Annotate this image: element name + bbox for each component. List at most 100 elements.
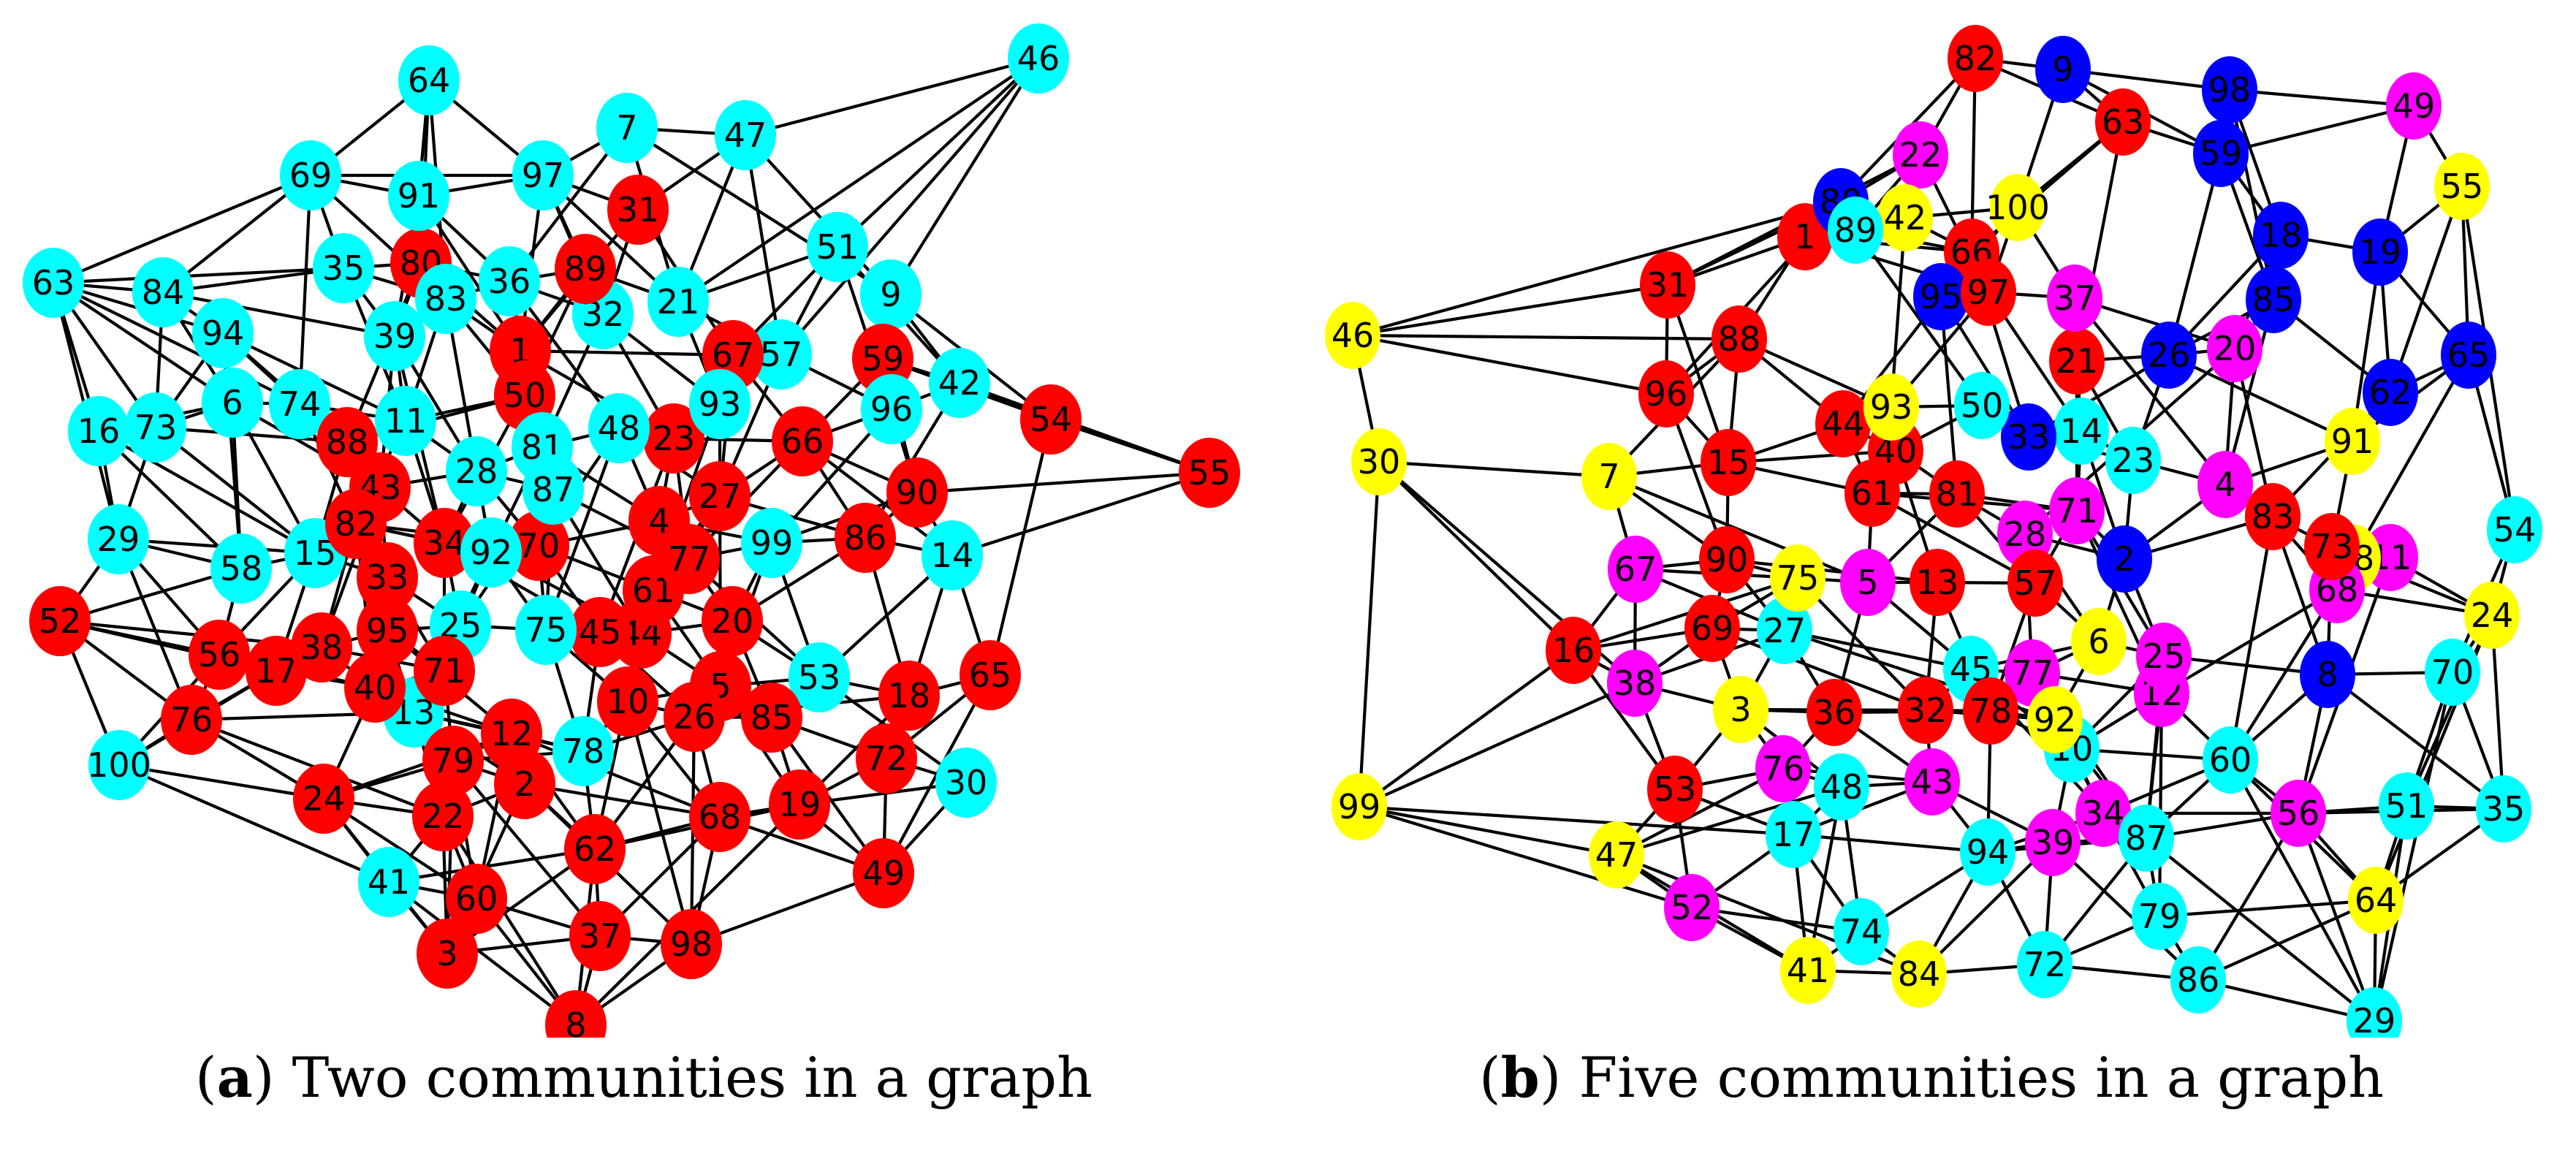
node-label: 100 [1986,188,2050,227]
node-circle [88,504,149,574]
node-circle [291,612,352,682]
node-label: 63 [2102,102,2145,142]
node-29: 29 [2347,987,2402,1038]
node-label: 24 [2471,596,2514,635]
node-3: 3 [1713,676,1768,743]
node-circle [835,503,896,573]
edge-79-64 [2159,898,2376,919]
node-54: 54 [2487,496,2542,563]
node-label: 73 [134,408,178,447]
node-circle [2105,427,2161,494]
node-circle [1664,874,1720,941]
node-label: 42 [938,363,981,403]
node-label: 37 [579,916,622,956]
node-label: 36 [488,262,531,301]
edge-100-24 [118,763,324,801]
edge-65-54 [988,419,1053,676]
node-label: 92 [470,533,513,572]
node-label: 93 [1870,387,1913,427]
node-circle [2017,931,2072,998]
node-circle [2136,623,2192,690]
node-label: 4 [2214,465,2235,504]
node-52: 52 [1664,874,1720,941]
node-label: 51 [2385,786,2428,826]
edge-100-41 [118,764,390,883]
node-label: 46 [1331,316,1375,355]
edge-49-59 [2220,104,2414,156]
node-circle [2348,867,2404,934]
node-circle [446,436,507,506]
node-label: 90 [1706,540,1749,579]
edge-99-47 [1359,805,1617,857]
node-label: 57 [760,335,803,374]
node-57: 57 [751,319,812,389]
node-label: 41 [368,862,411,902]
node-30: 30 [935,748,997,818]
edge-55-14 [951,471,1210,557]
node-circle [1961,259,2016,326]
edge-63-6 [52,281,234,404]
node-circle [878,661,940,731]
node-circle [664,682,725,752]
node-label: 85 [2252,280,2295,319]
node-47: 47 [1589,821,1644,889]
node-91: 91 [2325,408,2380,475]
node-circle [358,847,419,917]
node-label: 65 [2447,335,2490,375]
node-94: 94 [192,298,254,368]
node-16: 16 [68,396,129,466]
node-6: 6 [2071,608,2127,675]
node-66: 66 [772,406,833,476]
node-circle [1948,25,2003,92]
node-circle [1684,595,1740,662]
node-label: 92 [2034,700,2077,739]
node-84: 84 [132,257,194,327]
node-14: 14 [922,520,983,590]
node-label: 38 [300,628,343,667]
node-circle [741,508,802,578]
node-circle [1954,372,2010,439]
node-label: 34 [423,523,466,563]
node-circle [388,161,449,231]
node-72: 72 [2017,931,2072,998]
edge-86-64 [2197,899,2376,981]
node-circle [856,723,917,794]
edge-99-16 [1358,649,1575,808]
edge-46-57 [780,57,1040,356]
node-circle [325,489,387,559]
node-circle [2271,780,2326,847]
edge-10-98 [626,701,694,945]
node-circle [1713,676,1768,743]
node-label: 40 [354,668,397,707]
edge-37-4 [2073,297,2227,486]
node-16: 16 [1546,617,1601,684]
node-circle [2434,153,2490,220]
node-circle [689,782,751,852]
node-circle [2095,88,2151,156]
node-circle [597,666,658,737]
node-circle [751,319,812,389]
edge-87-29 [2145,837,2376,1022]
edge-61-57 [1871,492,2037,585]
node-circle [1757,597,1812,664]
node-circle [2347,987,2402,1038]
node-circle [161,685,222,755]
node-label: 77 [668,539,711,579]
edge-84-39 [162,290,395,338]
node-label: 60 [2209,740,2252,780]
node-52: 52 [29,586,91,656]
node-circle [2027,686,2083,753]
edge-98-85 [2227,89,2276,300]
node-circle [853,838,914,908]
node-circle [2246,266,2301,333]
node-29: 29 [88,504,149,574]
node-label: 71 [2056,491,2099,531]
node-circle [414,508,475,578]
node-circle [2049,477,2105,544]
node-label: 63 [32,263,75,303]
node-92: 92 [2027,686,2083,753]
edge-60-29 [2229,758,2376,1022]
caption-b-prefix: ( [1478,1045,1501,1110]
node-18: 18 [878,661,940,731]
node-label: 79 [432,741,475,780]
